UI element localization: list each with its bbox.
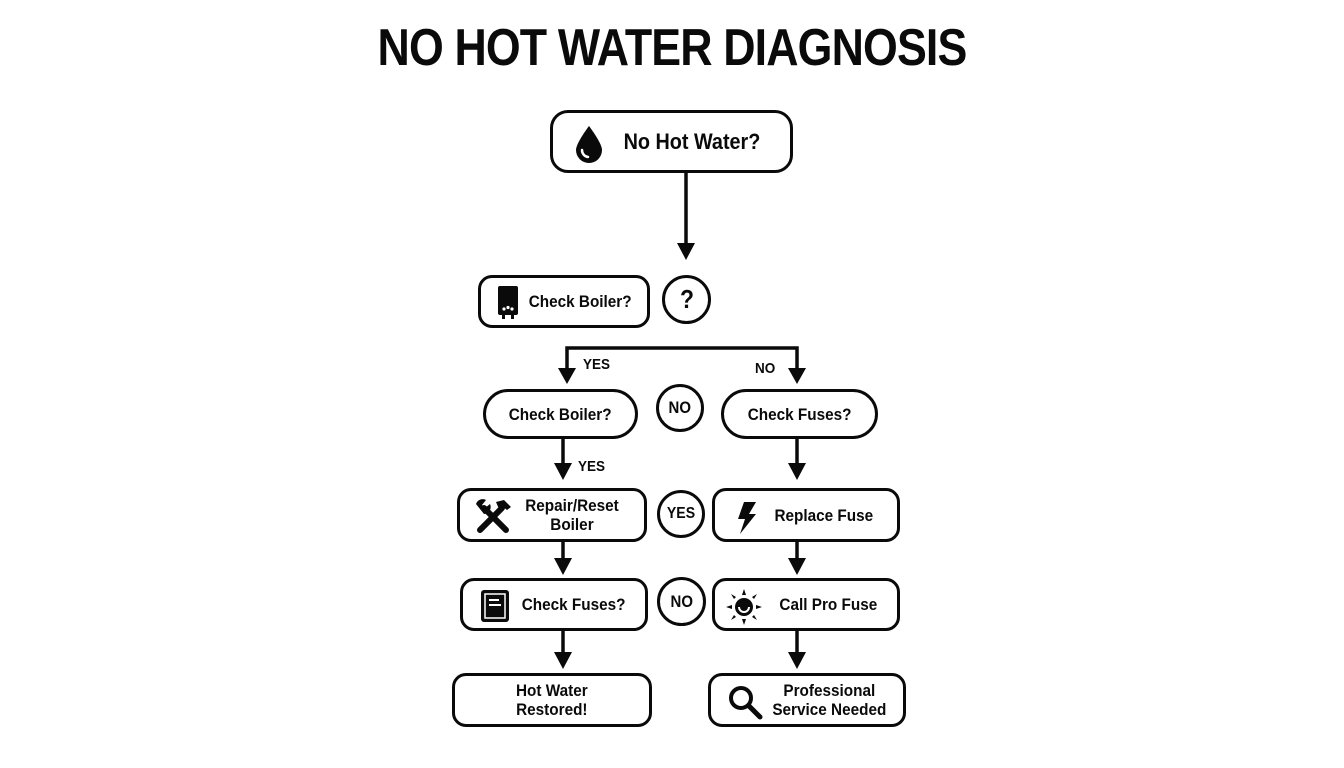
node-check-boiler-secondary: Check Boiler?: [483, 389, 638, 439]
node-label: Call Pro Fuse: [779, 595, 877, 614]
node-call-pro-fuse: Call Pro Fuse: [712, 578, 900, 631]
edge-label-yes-branch: YES: [583, 356, 611, 373]
node-check-fuses-left: Check Fuses?: [460, 578, 648, 631]
node-no-hot-water: No Hot Water?: [550, 110, 793, 173]
node-professional-service: Professional Service Needed: [708, 673, 906, 727]
node-hot-water-restored: Hot Water Restored!: [452, 673, 652, 727]
node-label: Hot Water Restored!: [516, 681, 588, 719]
node-label: Professional Service Needed: [772, 681, 886, 719]
boiler-icon: [495, 285, 521, 321]
fuse-box-icon: [479, 589, 511, 623]
node-label: No Hot Water?: [623, 129, 760, 154]
edge-label-no-branch: NO: [755, 360, 776, 377]
tools-icon: [474, 498, 512, 536]
node-label: Check Boiler?: [509, 404, 612, 424]
sun-icon: [725, 588, 763, 626]
node-check-boiler-primary: Check Boiler?: [478, 275, 650, 328]
no-badge-row1: NO: [656, 384, 704, 432]
node-label: Check Boiler?: [528, 292, 632, 311]
node-label: Check Fuses?: [522, 595, 626, 614]
yes-badge-row2: YES: [657, 490, 705, 538]
question-badge: ?: [662, 275, 711, 324]
water-drop-icon: [571, 124, 607, 164]
node-label: Check Fuses?: [747, 404, 852, 424]
no-badge-row3: NO: [657, 577, 706, 626]
node-repair-reset-boiler: Repair/Reset Boiler: [457, 488, 647, 542]
node-check-fuses-right: Check Fuses?: [721, 389, 878, 439]
node-label: Replace Fuse: [774, 505, 874, 525]
lightning-icon: [735, 501, 759, 535]
node-replace-fuse: Replace Fuse: [712, 488, 900, 542]
magnifier-icon: [727, 684, 765, 722]
node-label: Repair/Reset Boiler: [525, 496, 619, 534]
edge-label-yes-boiler: YES: [578, 458, 606, 475]
page-title: NO HOT WATER DIAGNOSIS: [377, 19, 968, 77]
